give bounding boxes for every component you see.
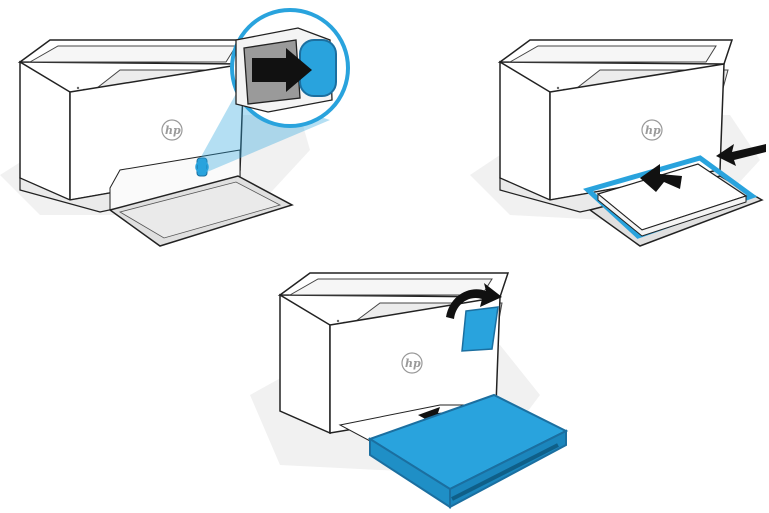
output-flap	[462, 307, 498, 351]
hp-logo-text: hp	[645, 124, 661, 137]
output-area	[510, 46, 716, 62]
step-2-printer-drawing: hp	[470, 0, 769, 260]
step-1-illustration: hp	[0, 0, 360, 260]
printer-left-side	[280, 295, 330, 433]
printer-left-side	[20, 62, 70, 200]
hp-logo-text: hp	[165, 124, 181, 137]
magnified-callout	[232, 10, 348, 126]
step-3-printer-drawing: hp	[240, 255, 560, 513]
step-2-illustration: hp	[470, 0, 769, 260]
output-area	[30, 46, 236, 62]
printer-left-side	[500, 62, 550, 200]
step-1-printer-drawing: hp	[0, 0, 360, 260]
output-area	[290, 279, 492, 295]
hp-logo-text: hp	[405, 357, 421, 370]
step-3-illustration: hp	[240, 255, 560, 513]
